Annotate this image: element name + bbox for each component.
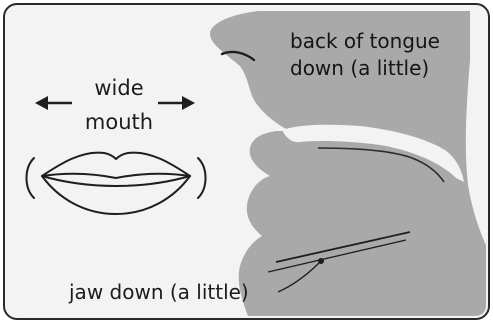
arrow-right-icon <box>158 96 195 110</box>
jaw-down-label: jaw down (a little) <box>69 282 249 302</box>
arrow-left-icon <box>35 96 72 110</box>
back-of-tongue-label-line2: down (a little) <box>290 58 429 78</box>
back-of-tongue-label-line1: back of tongue <box>290 31 440 51</box>
wide-lips-icon <box>27 153 206 214</box>
wide-mouth-label-line1: wide <box>84 78 154 99</box>
wide-mouth-label-line2: mouth <box>74 112 164 133</box>
